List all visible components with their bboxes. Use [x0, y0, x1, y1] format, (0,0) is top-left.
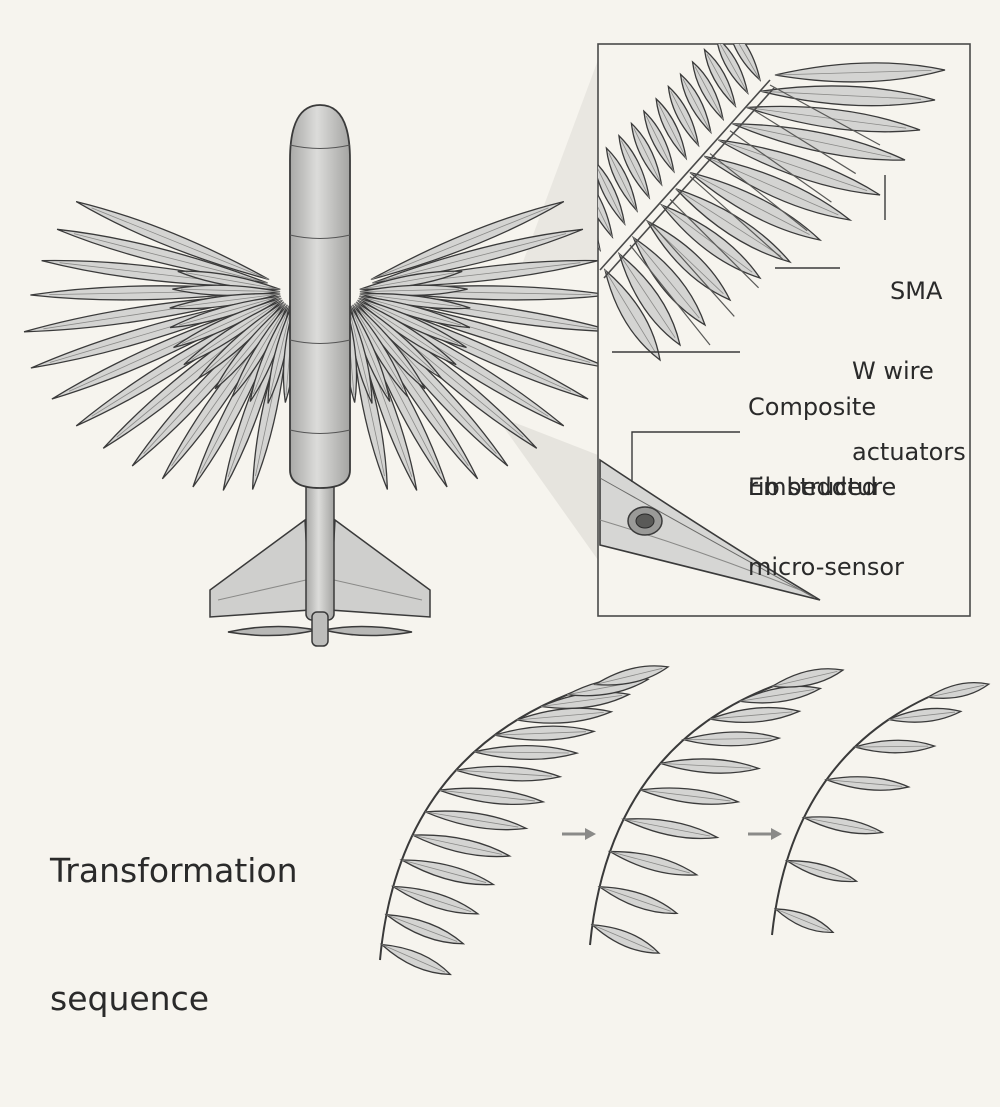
transformation-sequence — [380, 666, 989, 975]
callout-line: Embedded — [748, 474, 904, 501]
callout-micro-sensor: Embedded micro-sensor — [748, 420, 904, 635]
feather-rachis — [402, 860, 486, 883]
arrow-right-icon — [562, 828, 596, 840]
callout-line: Composite — [748, 394, 896, 421]
tail-boom — [306, 470, 334, 620]
arrow-right-icon — [748, 828, 782, 840]
aircraft — [24, 105, 616, 646]
feather-rachis — [776, 909, 829, 931]
sequence-wing-stage-2 — [590, 669, 843, 953]
callout-line: SMA — [890, 278, 966, 305]
propeller-icon — [228, 612, 412, 646]
aircraft-body-icon — [290, 105, 350, 488]
left-wing — [24, 202, 295, 491]
transformation-sequence-label: Transformation sequence — [50, 764, 298, 1107]
sequence-wing-stage-3 — [772, 683, 989, 935]
sequence-label-line: Transformation — [50, 850, 298, 893]
feather-rachis — [382, 944, 445, 972]
feather-rachis — [386, 915, 457, 942]
feather-rachis — [393, 887, 471, 912]
feather-rachis — [592, 925, 653, 951]
zoom-beam-lower — [495, 415, 598, 560]
diagram-canvas: SMA W wire actuators Composite rib struc… — [0, 0, 1000, 1000]
callout-line: micro-sensor — [748, 554, 904, 581]
leading-edge — [772, 688, 950, 935]
feather-rachis — [600, 887, 671, 912]
